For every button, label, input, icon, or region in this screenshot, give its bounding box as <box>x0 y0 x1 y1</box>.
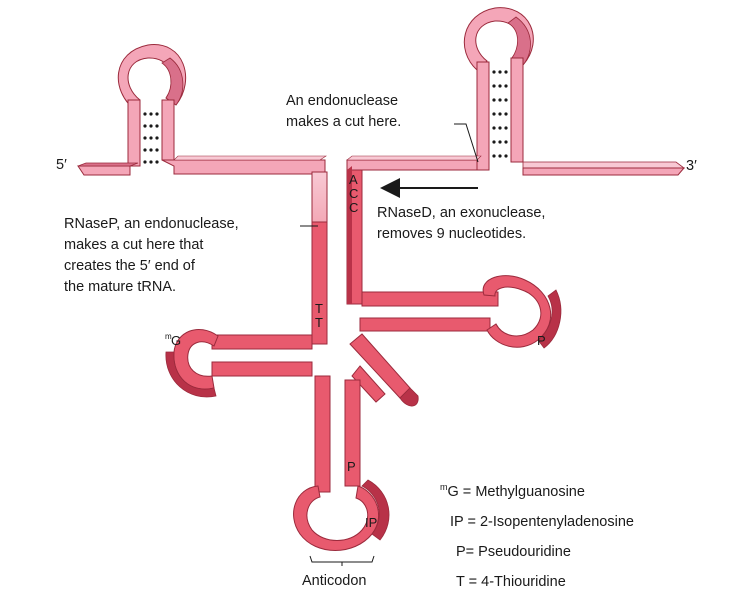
rnasep-label-line1: RNaseP, an endonuclease, <box>64 216 239 232</box>
left-stem-base-pairs <box>143 112 159 164</box>
rnasep-label-line3: creates the 5′ end of <box>64 258 195 274</box>
anticodon-label: Anticodon <box>302 573 367 589</box>
rnased-label-line2: removes 9 nucleotides. <box>377 226 527 242</box>
rnasep-label-line2: makes a cut here that <box>64 237 204 253</box>
five-prime-precursor-strand <box>161 159 326 175</box>
base-c-2: C <box>349 200 359 215</box>
right-stem-base-pairs <box>492 70 508 158</box>
endonuclease-leader-line <box>454 123 479 163</box>
right-precursor-hairpin <box>463 7 686 176</box>
legend-row-p: P= Pseudouridine <box>456 544 571 560</box>
left-precursor-hairpin <box>77 44 187 176</box>
legend-row-t: T = 4-Thiouridine <box>456 574 566 590</box>
base-p-bottom: P <box>347 459 356 474</box>
three-prime-precursor-strand <box>346 159 478 171</box>
five-prime-label: 5′ <box>56 157 67 173</box>
endonuclease-label-line1: An endonuclease <box>286 93 399 109</box>
legend-row-ip: IP = 2-Isopentenyladenosine <box>450 514 634 530</box>
endonuclease-label-line2: makes a cut here. <box>286 114 402 130</box>
d-arm <box>165 328 313 398</box>
t-arm <box>359 275 562 349</box>
rnased-label-line1: RNaseD, an exonuclease, <box>377 205 546 221</box>
mg-superscript: m <box>165 332 172 341</box>
legend-row-mg: mG = Methylguanosine <box>440 482 585 500</box>
rnasep-label-line4: the mature tRNA. <box>64 279 177 295</box>
base-mg: G <box>171 333 182 348</box>
base-a: A <box>349 172 358 187</box>
base-c-1: C <box>349 186 359 201</box>
three-prime-label: 3′ <box>686 158 697 174</box>
base-ip: IP <box>365 515 378 530</box>
variable-arm <box>349 333 419 407</box>
anticodon-bracket <box>309 555 375 563</box>
anticodon-arm <box>293 375 390 551</box>
base-p-right: P <box>537 333 546 348</box>
base-t-1: T <box>315 301 323 316</box>
base-t-2: T <box>315 315 323 330</box>
